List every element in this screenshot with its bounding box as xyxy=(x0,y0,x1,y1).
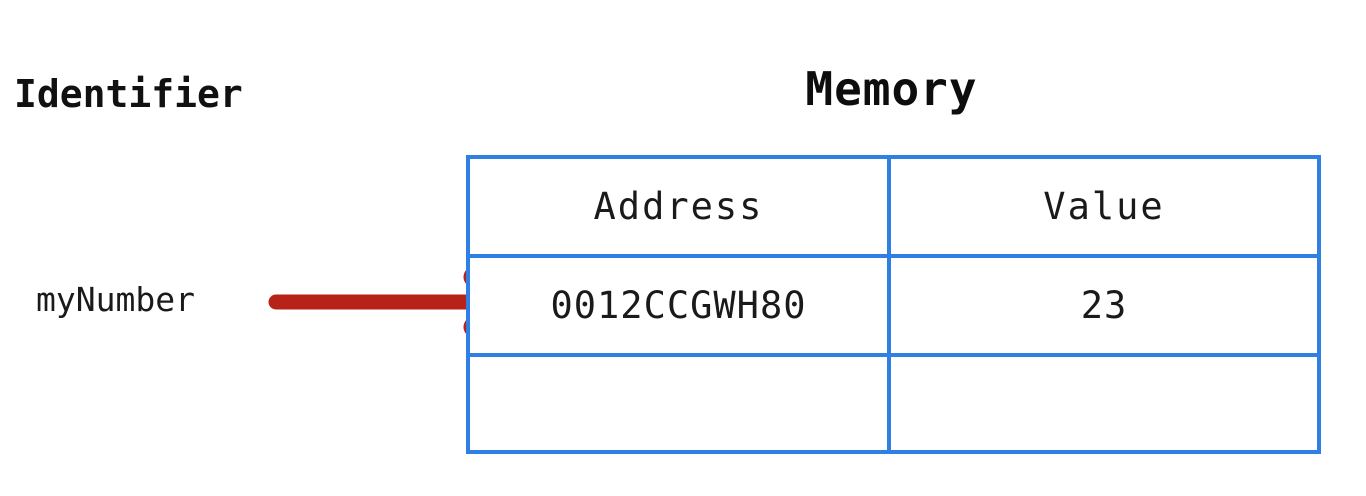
memory-table-header-row: Address Value xyxy=(466,155,1321,258)
memory-panel-title: Memory xyxy=(805,62,978,116)
memory-table: Address Value 0012CCGWH80 23 xyxy=(466,155,1321,454)
cell-value-text: 23 xyxy=(1080,284,1128,327)
column-header-value: Value xyxy=(887,155,1321,258)
identifier-variable-label: myNumber xyxy=(36,280,195,319)
column-header-address-label: Address xyxy=(593,185,764,228)
cell-value-empty xyxy=(887,353,1321,454)
column-header-address: Address xyxy=(466,155,891,258)
table-row xyxy=(466,353,1321,454)
column-header-value-label: Value xyxy=(1043,185,1165,228)
cell-value: 23 xyxy=(887,254,1321,357)
table-row: 0012CCGWH80 23 xyxy=(466,254,1321,357)
cell-address-text: 0012CCGWH80 xyxy=(550,284,807,327)
cell-address-empty xyxy=(466,353,891,454)
cell-address: 0012CCGWH80 xyxy=(466,254,891,357)
identifier-heading: Identifier xyxy=(14,72,243,116)
